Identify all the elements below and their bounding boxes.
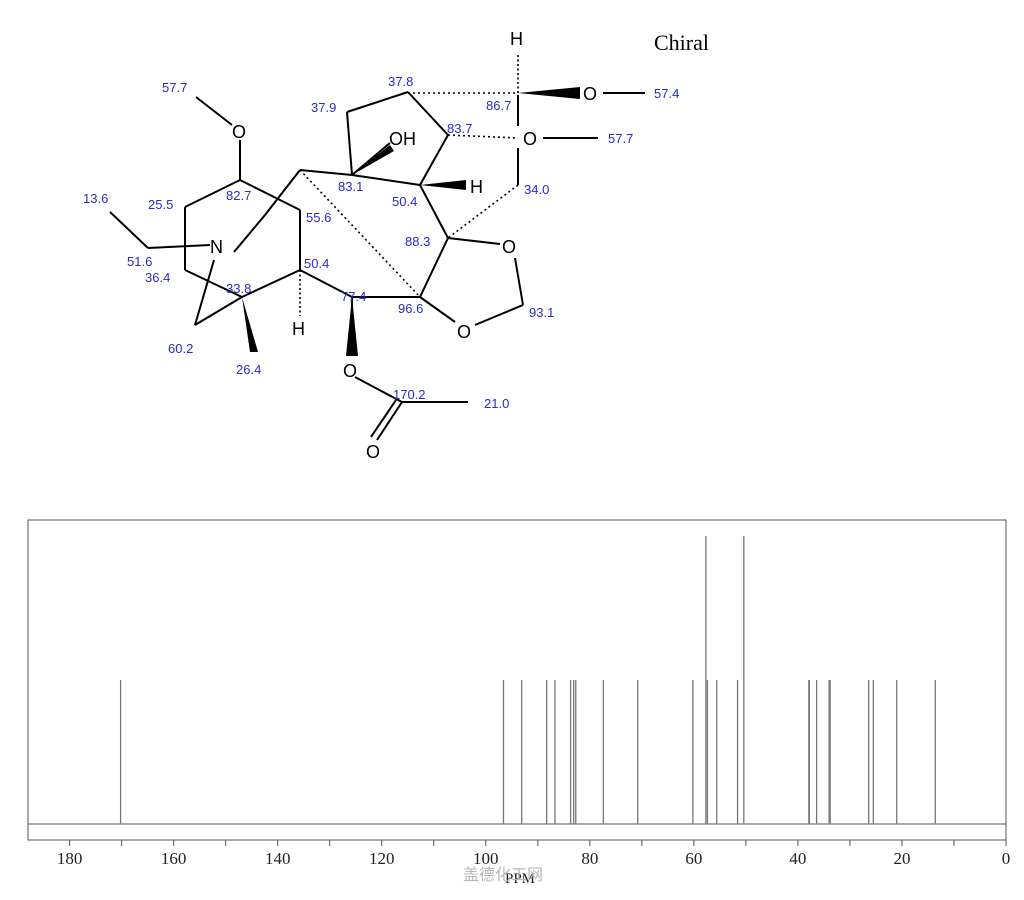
atom-o-top-left: O [232,122,246,142]
chiral-label: Chiral [654,30,709,55]
shift-label: 88.3 [405,234,430,249]
shift-label: 33.8 [226,281,251,296]
atom-oh: OH [389,129,416,149]
shift-label: 60.2 [168,341,193,356]
x-tick-label: 180 [57,849,83,868]
watermark: 盖德化工网 [463,865,543,884]
x-tick-label: 160 [161,849,187,868]
x-tick-label: 120 [369,849,395,868]
atom-o-right-mid: O [523,129,537,149]
shift-label: 83.7 [447,121,472,136]
x-tick-label: 40 [789,849,806,868]
shift-label: 82.7 [226,188,251,203]
atom-o-ring-right: O [502,237,516,257]
plot-frame [27,519,1007,841]
shift-label: 55.6 [306,210,331,225]
shift-label: 13.6 [83,191,108,206]
shift-label: 37.8 [388,74,413,89]
x-tick-label: 80 [581,849,598,868]
x-tick-label: 20 [893,849,910,868]
shift-label: 25.5 [148,197,173,212]
x-tick-label: 60 [685,849,702,868]
ticks-layer: 180 160 140 120 100 80 60 40 20 0 [57,840,1010,868]
bonds [109,91,645,441]
atom-o-right-top: O [583,84,597,104]
shift-label: 86.7 [486,98,511,113]
shift-label: 36.4 [145,270,170,285]
shift-label: 96.6 [398,301,423,316]
shift-label: 57.7 [162,80,187,95]
atom-o-carbonyl: O [366,442,380,462]
peaks-layer [119,536,936,824]
shift-label: 50.4 [304,256,329,271]
shift-label: 26.4 [236,362,261,377]
shift-label: 51.6 [127,254,152,269]
x-tick-label: 0 [1002,849,1011,868]
shift-label: 57.4 [654,86,679,101]
atom-h-top: H [510,29,523,49]
atom-h-mid: H [470,177,483,197]
atom-n: N [210,237,223,257]
shift-label: 34.0 [524,182,549,197]
molecule-structure: Chiral O N OH H O O H O O H O O 57.7 13.… [83,29,709,462]
hashed-bonds [194,55,519,326]
atom-o-ring-bottom: O [457,322,471,342]
x-axis-label: PPM [505,871,535,887]
atom-h-bottom: H [292,319,305,339]
shift-label: 170.2 [393,387,426,402]
shift-label: 57.7 [608,131,633,146]
shift-labels: 57.7 13.6 25.5 82.7 51.6 36.4 33.8 60.2 … [83,74,679,411]
shift-label: 83.1 [338,179,363,194]
shift-label: 77.4 [341,289,366,304]
shift-label: 50.4 [392,194,417,209]
shift-label: 21.0 [484,396,509,411]
shift-label: 37.9 [311,100,336,115]
wedge-bonds [242,87,580,356]
atom-o-ester: O [343,361,357,381]
x-tick-label: 140 [265,849,291,868]
x-tick-label: 100 [473,849,499,868]
shift-label: 93.1 [529,305,554,320]
